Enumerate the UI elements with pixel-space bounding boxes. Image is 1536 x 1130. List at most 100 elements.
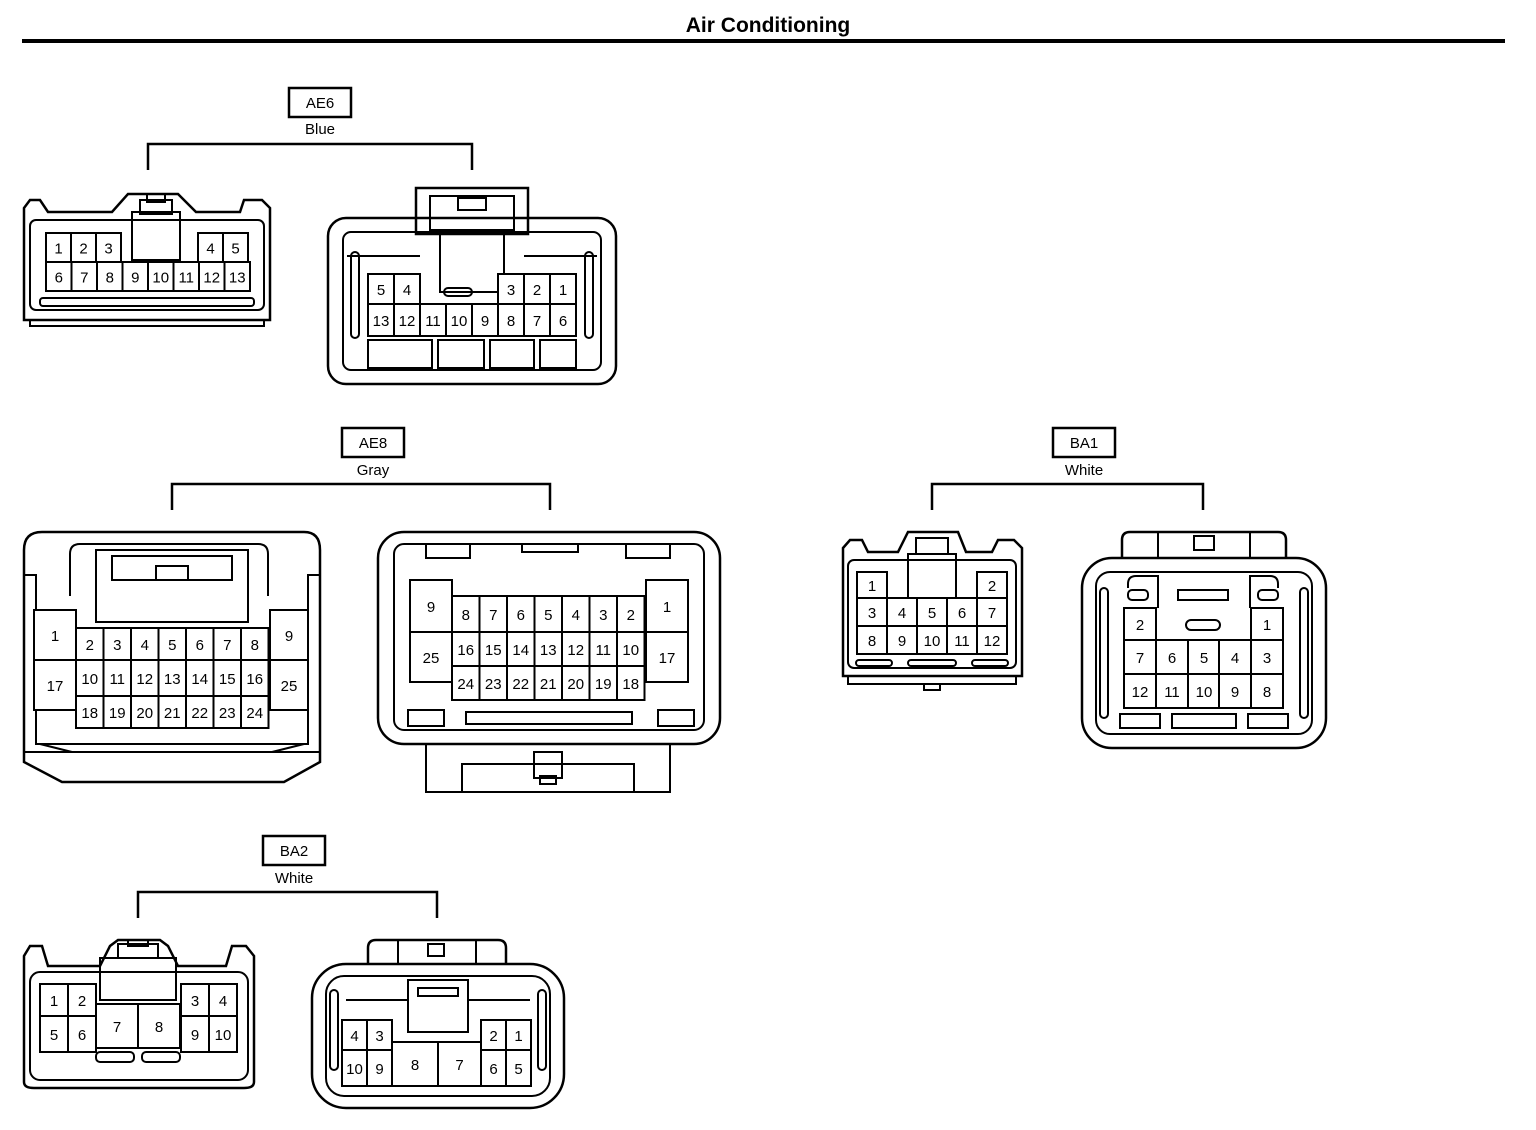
pin-cavity — [180, 983, 210, 1017]
pin-number: 21 — [540, 676, 557, 693]
pin-number: 9 — [481, 313, 489, 330]
pin-number: 1 — [559, 282, 567, 299]
pin-cavity — [506, 665, 536, 701]
connector-id: BA2 — [280, 843, 308, 860]
connector-id: AE8 — [359, 435, 387, 452]
pin-number: 2 — [1136, 617, 1144, 634]
pin-number: 2 — [79, 241, 87, 258]
pin-number: 19 — [595, 676, 612, 693]
pin-number: 3 — [375, 1028, 383, 1045]
pin-number: 23 — [485, 676, 502, 693]
pin-number: 15 — [219, 671, 236, 688]
pin-number: 12 — [1132, 684, 1149, 701]
pin-cavity — [96, 261, 124, 292]
pin-number: 21 — [164, 705, 181, 722]
pin-cavity — [39, 1015, 69, 1053]
pin-number: 5 — [928, 605, 936, 622]
pin-number: 4 — [1231, 650, 1239, 667]
pin-cavity — [616, 665, 646, 701]
pin-number: 10 — [215, 1027, 232, 1044]
pin-number: 2 — [489, 1028, 497, 1045]
pin-cavity — [549, 273, 577, 305]
pin-number: 5 — [50, 1027, 58, 1044]
pin-cavity — [67, 1015, 97, 1053]
pin-cavity — [533, 665, 563, 701]
pin-cavity — [916, 625, 948, 655]
pin-number: 11 — [1164, 684, 1180, 701]
pin-number: 4 — [898, 605, 906, 622]
pin-cavity — [1187, 673, 1221, 709]
pin-number: 7 — [223, 637, 231, 654]
pin-number: 13 — [164, 671, 181, 688]
pin-cavity — [480, 1019, 507, 1051]
pin-number: 1 — [868, 578, 876, 595]
pin-number: 7 — [113, 1019, 121, 1036]
pin-number: 9 — [1231, 684, 1239, 701]
pin-number: 10 — [346, 1061, 363, 1078]
connector-bracket — [170, 482, 552, 510]
pin-cavity — [208, 1015, 238, 1053]
connector-id: BA1 — [1070, 435, 1098, 452]
pin-number: 12 — [203, 270, 220, 287]
pin-number: 10 — [1196, 684, 1213, 701]
pin-number: 24 — [246, 705, 263, 722]
pin-number: 11 — [109, 671, 125, 688]
pin-cavity — [269, 609, 309, 661]
pin-number: 20 — [136, 705, 153, 722]
pin-number: 10 — [622, 642, 639, 659]
pin-number: 12 — [567, 642, 584, 659]
pin-number: 7 — [80, 270, 88, 287]
pin-number: 12 — [136, 671, 153, 688]
pin-number: 13 — [229, 270, 246, 287]
pin-number: 16 — [246, 671, 263, 688]
pin-cavity — [240, 695, 270, 729]
pin-cavity — [946, 625, 978, 655]
pin-cavity — [856, 597, 888, 627]
pin-number: 3 — [507, 282, 515, 299]
pin-number: 11 — [178, 270, 194, 287]
pin-number: 3 — [868, 605, 876, 622]
pin-number: 11 — [595, 642, 611, 659]
pin-number: 6 — [958, 605, 966, 622]
pin-number: 2 — [533, 282, 541, 299]
pin-cavity — [533, 631, 563, 667]
connector-bracket — [930, 482, 1205, 510]
pin-cavity — [240, 659, 270, 697]
pin-cavity — [75, 695, 105, 729]
pin-number: 20 — [567, 676, 584, 693]
pin-cavity — [130, 627, 160, 661]
pin-number: 1 — [50, 993, 58, 1010]
pin-cavity — [645, 579, 689, 633]
pin-cavity — [505, 1049, 532, 1087]
pin-number: 2 — [86, 637, 94, 654]
pin-number: 1 — [51, 628, 59, 645]
pin-number: 1 — [663, 599, 671, 616]
pin-number: 9 — [131, 270, 139, 287]
pin-cavity — [1155, 673, 1189, 709]
pin-cavity — [976, 625, 1008, 655]
page-title: Air Conditioning — [685, 14, 851, 37]
pin-number: 16 — [457, 642, 474, 659]
pin-cavity — [616, 595, 646, 633]
pin-number: 8 — [1263, 684, 1271, 701]
pin-number: 9 — [427, 599, 435, 616]
connector-bracket — [136, 890, 439, 918]
pin-number: 4 — [572, 607, 580, 624]
pin-cavity — [497, 273, 525, 305]
pin-number: 7 — [533, 313, 541, 330]
pin-number: 1 — [1263, 617, 1271, 634]
pin-number: 10 — [924, 633, 941, 650]
pin-cavity — [70, 261, 98, 292]
pin-cavity — [223, 261, 251, 292]
pin-cavity — [856, 571, 888, 599]
connector-bracket — [146, 142, 474, 170]
connector-label-box — [287, 86, 353, 119]
pin-cavity — [886, 597, 918, 627]
